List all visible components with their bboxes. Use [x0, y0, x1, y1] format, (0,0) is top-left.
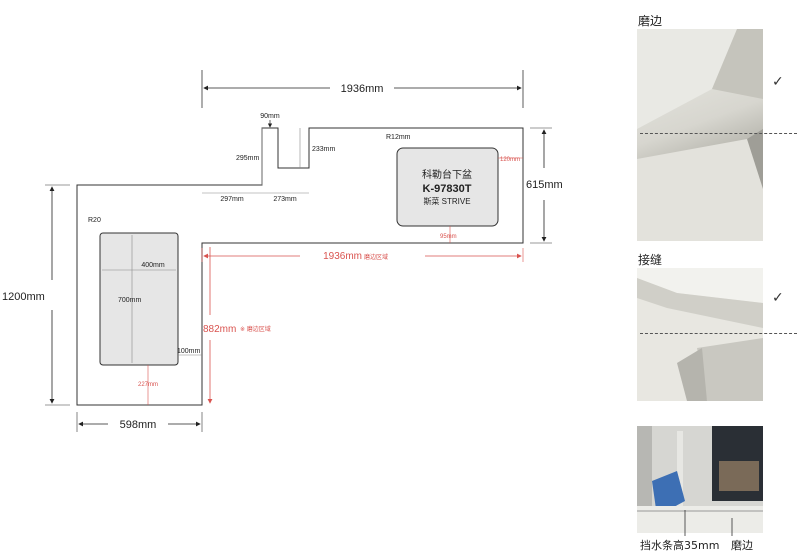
- dim-882-note: ※ 磨边区域: [240, 325, 271, 333]
- dim-notch-left-height: 295mm: [236, 155, 260, 162]
- dim-left-height: 1200mm: [2, 291, 45, 303]
- dim-notch-width: 90mm: [260, 113, 280, 120]
- edge-divider: [640, 133, 797, 134]
- seam-check-mark: ✓: [772, 290, 784, 306]
- dim-bottom-long-note: 磨边区域: [364, 253, 388, 261]
- installation-photo-art: [637, 426, 763, 533]
- dim-inner-right: 100mm: [177, 348, 201, 355]
- installation-photo: [637, 426, 763, 533]
- sink-outline: [396, 147, 499, 227]
- caption-pointer-lines: [684, 510, 733, 536]
- dim-297: 297mm: [220, 196, 244, 203]
- dim-inner-width: 400mm: [141, 262, 165, 269]
- edge-check-mark: ✓: [772, 74, 784, 90]
- dim-bottom-long: 1936mm: [323, 251, 362, 262]
- dim-inner-height: 700mm: [118, 297, 142, 304]
- dim-notch-right-height: 233mm: [312, 146, 336, 153]
- label-edge: 磨边: [638, 14, 663, 28]
- inner-cutout: [99, 232, 179, 366]
- dim-bottom-width: 598mm: [120, 419, 157, 431]
- sink-label-line1: 科勒台下盆: [422, 168, 472, 181]
- sink-label-line3: 斯菜 STRIVE: [423, 196, 470, 206]
- dim-inner-bottom: 227mm: [138, 382, 158, 388]
- countertop-drawing: 科勒台下盆 K-97830T 斯菜 STRIVE R12mm R20 1936m…: [2, 70, 563, 432]
- sink-label-line2: K-97830T: [423, 183, 472, 195]
- dim-sink-right: 120mm: [500, 157, 520, 163]
- seam-divider: [640, 333, 797, 334]
- caption-water-strip: 挡水条高35mm: [640, 539, 720, 552]
- dim-sink-bottom: 95mm: [440, 234, 457, 240]
- edge-photo: [637, 29, 763, 241]
- dim-273: 273mm: [273, 196, 297, 203]
- dim-right-height: 615mm: [526, 179, 563, 191]
- seam-photo: [637, 268, 763, 401]
- sink-radius-label: R12mm: [386, 134, 411, 141]
- seam-photo-art: [637, 268, 763, 401]
- inner-radius-label: R20: [88, 217, 101, 224]
- dim-882: 882mm: [203, 324, 236, 335]
- label-seam: 接缝: [638, 253, 663, 267]
- dim-top-width: 1936mm: [341, 83, 384, 95]
- edge-photo-art: [637, 29, 763, 241]
- caption-edge: 磨边: [731, 539, 753, 552]
